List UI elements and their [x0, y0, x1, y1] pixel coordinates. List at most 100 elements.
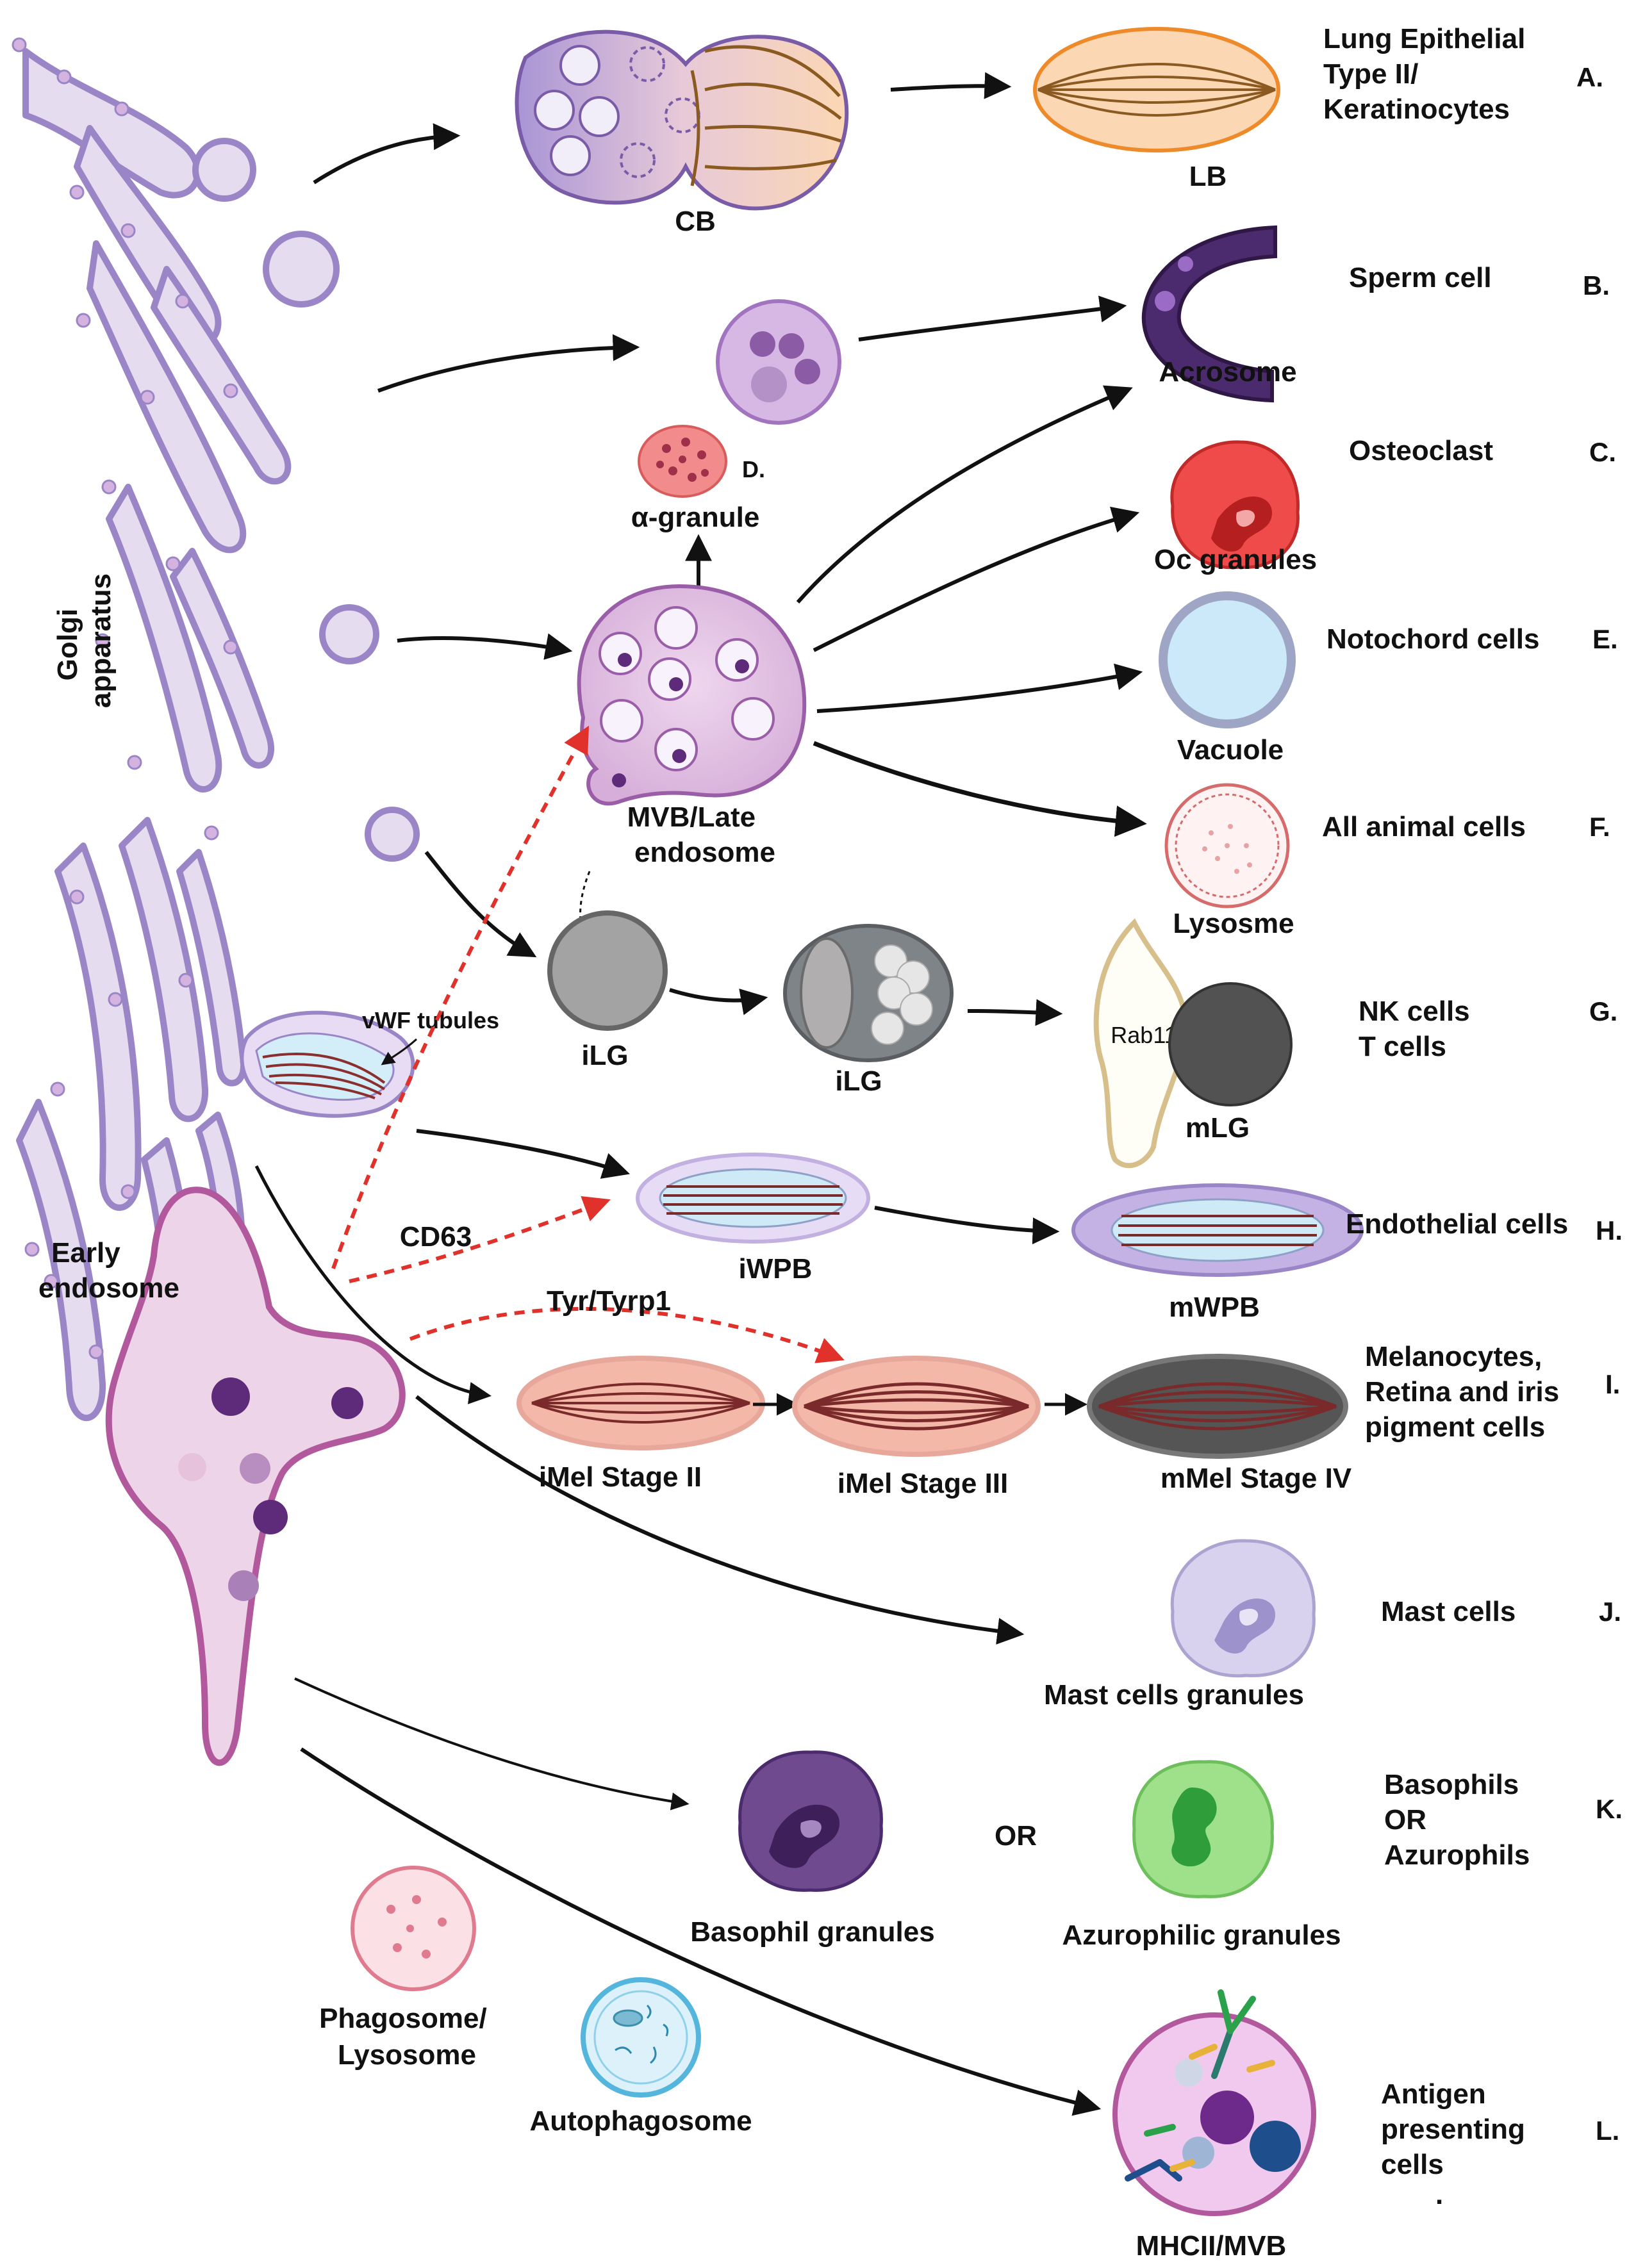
- cell-type-e: Notochord cells: [1326, 623, 1540, 655]
- basophil-granules-label: Basophil granules: [690, 1916, 934, 1948]
- phagosome-lysosome-organelle: [351, 1866, 476, 1991]
- alpha-granule-organelle: [638, 425, 727, 498]
- letter-f: F.: [1589, 812, 1610, 842]
- stray-period-mark: .: [1435, 2179, 1443, 2210]
- arrow-mvb-to-oc-granules: [813, 506, 1140, 652]
- arrow-golgi-to-sperm-vesicle: [377, 334, 640, 393]
- vacuole-organelle: [1159, 591, 1296, 728]
- alpha-granule-d-marker: D.: [742, 456, 765, 482]
- iwpb-organelle: [636, 1153, 870, 1244]
- dashed-arrow-endosome-to-mvb: [331, 725, 590, 1270]
- cell-type-column: Lung Epithelial Type II/ Keratinocytes A…: [1322, 23, 1623, 2210]
- mlg-mature: [1168, 982, 1293, 1106]
- ilg-label-1: iLG: [581, 1040, 628, 1071]
- basophil-granules-organelle: [738, 1750, 883, 1892]
- letter-g: G.: [1589, 996, 1617, 1026]
- arrow-vesicle-to-acrosome: [858, 295, 1127, 341]
- dashed-arrow-cd63-to-iwpb: [349, 1196, 611, 1283]
- mmel-stage-iv: [1087, 1354, 1348, 1459]
- arrow-endosome-to-mhcii: [300, 1747, 1102, 2116]
- arrow-mvb-to-lysosome: [813, 741, 1147, 837]
- dashed-arrow-tyr-to-imel3: [409, 1306, 845, 1363]
- arrow-endosome-to-mast: [415, 1395, 1025, 1645]
- lb-organelle: [1033, 27, 1280, 152]
- letter-l: L.: [1596, 2116, 1619, 2146]
- cell-type-b: Sperm cell: [1349, 262, 1492, 293]
- mlg-label: mLG: [1186, 1112, 1250, 1144]
- ilg-immature-2: [783, 924, 954, 1062]
- arrow-mvb-to-vacuole: [816, 663, 1143, 713]
- tyr-label: Tyr/Tyrp1: [547, 1285, 671, 1317]
- imel-stage-ii-label: iMel Stage II: [539, 1461, 702, 1493]
- letter-h: H.: [1596, 1215, 1623, 1245]
- lb-label: LB: [1189, 161, 1227, 192]
- early-endosome: [105, 1187, 406, 1766]
- golgi-apparatus: [16, 48, 420, 1422]
- mwpb-organelle: [1071, 1183, 1364, 1277]
- early-endosome-label: Early endosome: [38, 1237, 179, 1304]
- cell-type-f: All animal cells: [1322, 811, 1526, 842]
- autophagosome-label: Autophagosome: [529, 2105, 752, 2137]
- letter-c: C.: [1589, 437, 1616, 467]
- mhcii-mvb-organelle: [1112, 1989, 1316, 2216]
- imel-stage-ii: [516, 1356, 765, 1450]
- cell-type-h: Endothelial cells: [1346, 1208, 1568, 1240]
- oc-granules-label: Oc granules: [1154, 544, 1317, 575]
- cell-type-j: Mast cells: [1381, 1596, 1516, 1627]
- cell-type-l: Antigen presenting cells: [1381, 2078, 1533, 2180]
- arrow-endosome-to-basophil: [294, 1677, 690, 1811]
- cell-type-k: Basophils OR Azurophils: [1384, 1769, 1530, 1871]
- autophagosome-organelle: [581, 1977, 701, 2098]
- arrow-ilg-to-ilg: [669, 988, 768, 1015]
- arrow-mvb-to-acrosome: [796, 385, 1133, 604]
- cd63-label: CD63: [400, 1221, 472, 1253]
- cb-label: CB: [675, 206, 716, 237]
- vwf-tubules: [240, 1010, 415, 1118]
- arrow-ilg-to-mlg: [967, 999, 1063, 1026]
- arrow-golgi-to-ilg: [424, 851, 537, 958]
- imel-stage-iii-label: iMel Stage III: [838, 1468, 1009, 1499]
- arrow-tubules-to-iwpb: [416, 1129, 631, 1179]
- letter-b: B.: [1583, 270, 1610, 300]
- arrow-golgi-to-cb: [313, 123, 461, 185]
- cell-type-c: Osteoclast: [1349, 435, 1493, 466]
- lysosome-organelle: [1164, 783, 1290, 908]
- letter-k: K.: [1596, 1794, 1623, 1824]
- mast-granules-organelle: [1170, 1539, 1316, 1678]
- arrow-vwf-tubules-pointer: [381, 1038, 418, 1065]
- letter-j: J.: [1599, 1597, 1621, 1627]
- cell-type-g: NK cells T cells: [1359, 996, 1478, 1062]
- phagosome-lysosome-label: Phagosome/ Lysosome: [319, 2003, 495, 2071]
- arrow-golgi-to-mvb: [397, 633, 573, 660]
- letter-i: I.: [1605, 1369, 1620, 1399]
- letter-e: E.: [1592, 624, 1618, 654]
- ilg-immature-1: [547, 910, 668, 1031]
- mhcii-mvb-label: MHCII/MVB: [1136, 2230, 1287, 2262]
- letter-a: A.: [1576, 62, 1603, 92]
- cb-organelle: [515, 29, 849, 211]
- mast-granules-label: Mast cells granules: [1044, 1679, 1304, 1711]
- arrow-golgi-to-imel2: [254, 1165, 492, 1404]
- iwpb-label: iWPB: [739, 1253, 813, 1285]
- arrow-iwpb-to-mwpb: [874, 1206, 1060, 1245]
- mwpb-label: mWPB: [1169, 1292, 1260, 1323]
- lysosome-label: Lysosme: [1173, 908, 1294, 939]
- vacuole-label: Vacuole: [1177, 734, 1284, 766]
- acrosomal-vesicle: [716, 299, 841, 425]
- acrosome-label: Acrosome: [1159, 356, 1296, 388]
- ilg-label-2: iLG: [835, 1065, 882, 1097]
- golgi-vesicle-dots: [12, 37, 238, 1404]
- oc-granules-organelle: [1170, 440, 1300, 570]
- or-label: OR: [995, 1820, 1037, 1852]
- rab11-label: Rab11: [1111, 1022, 1177, 1048]
- alpha-granule-label: α-granule: [631, 502, 760, 533]
- cell-type-a: Lung Epithelial Type II/ Keratinocytes: [1323, 23, 1533, 125]
- mmel-stage-iv-label: mMel Stage IV: [1161, 1463, 1352, 1494]
- azurophilic-granules-organelle: [1132, 1760, 1274, 1898]
- mvb-label: MVB/Late endosome: [627, 801, 775, 868]
- golgi-label: Golgi apparatus: [52, 573, 117, 708]
- cell-type-i: Melanocytes, Retina and iris pigment cel…: [1365, 1341, 1567, 1443]
- imel-stage-iii: [792, 1356, 1041, 1457]
